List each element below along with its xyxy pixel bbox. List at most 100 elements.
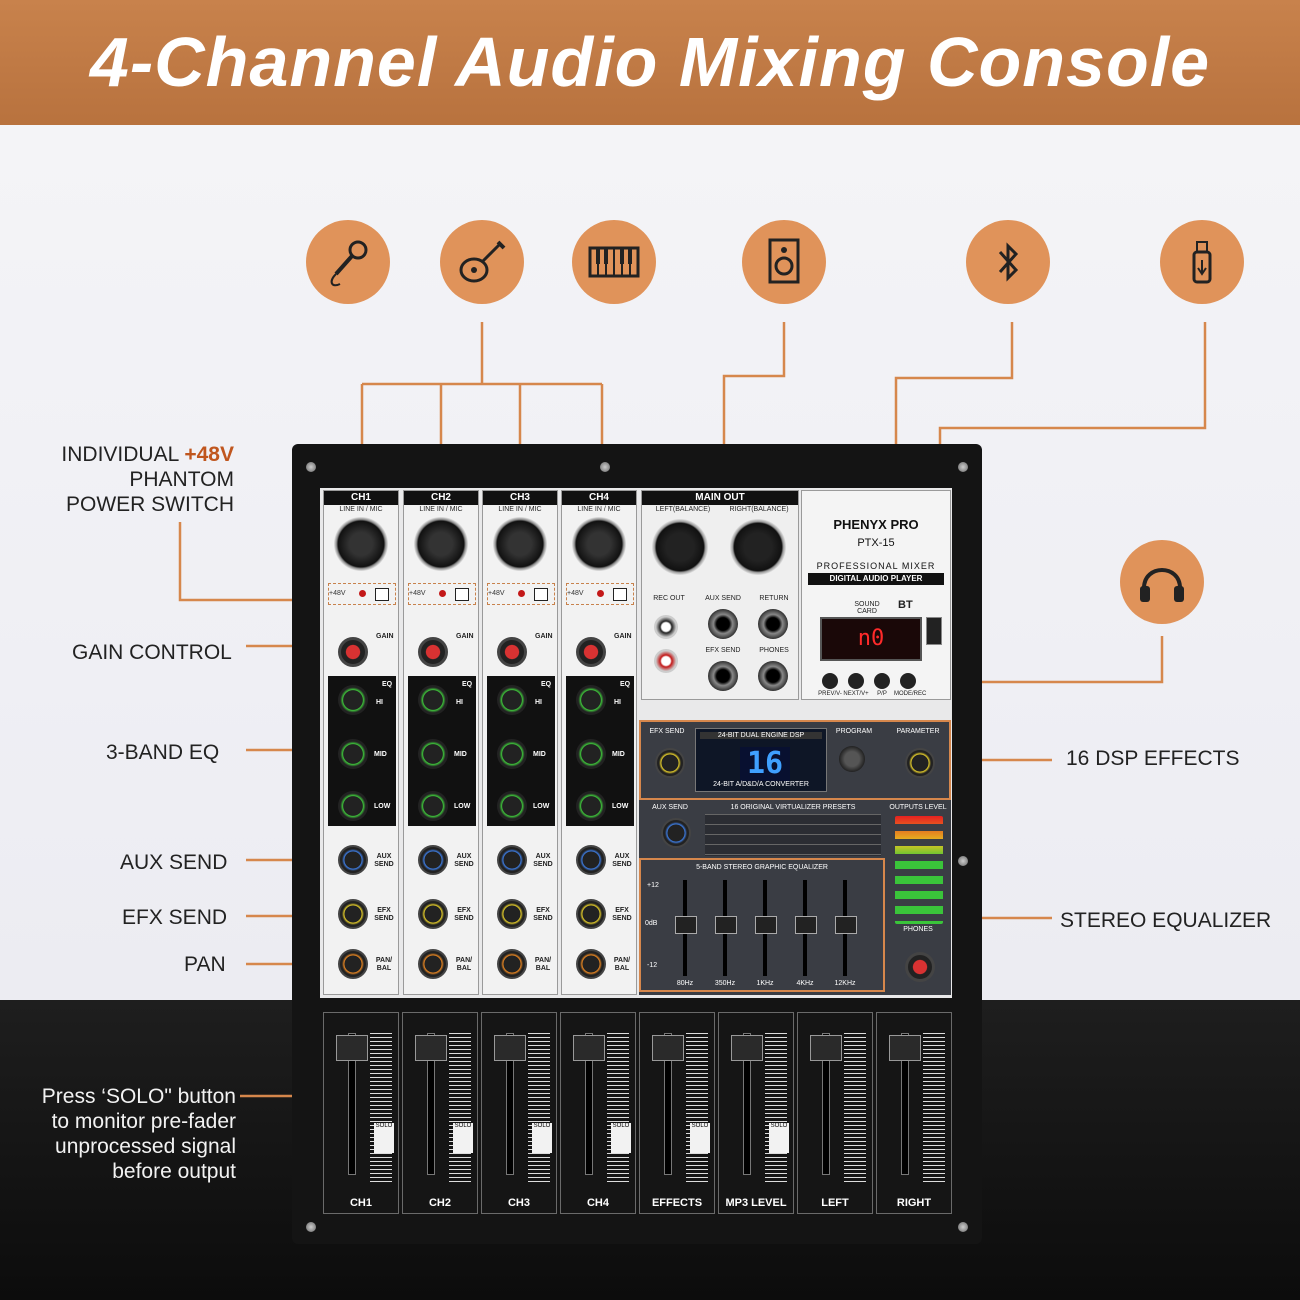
aux-send-knob[interactable] — [497, 845, 527, 875]
fader-cap[interactable] — [810, 1035, 842, 1061]
efx-send-knob[interactable] — [497, 899, 527, 929]
fader-cap[interactable] — [415, 1035, 447, 1061]
rec-out-right-jack[interactable] — [654, 649, 678, 673]
eq-band-1khz-slider[interactable] — [755, 916, 777, 934]
fader-cap[interactable] — [731, 1035, 763, 1061]
screw — [600, 462, 610, 472]
channel-strip-1: CH1 LINE IN / MIC +48V GAIN EQ HI MID LO… — [323, 490, 399, 995]
xlr-combo-jack[interactable] — [572, 517, 626, 571]
fader-cap[interactable] — [336, 1035, 368, 1061]
screw — [306, 462, 316, 472]
player-display: n0 — [820, 617, 922, 661]
main-out-right-jack[interactable] — [730, 519, 786, 575]
screw — [958, 856, 968, 866]
solo-callout: Press ‘SOLO" button to monitor pre-fader… — [41, 1085, 236, 1183]
solo-button[interactable]: SOLO — [690, 1123, 710, 1153]
gain-knob[interactable] — [497, 637, 527, 667]
dsp-efx-send-knob[interactable] — [655, 748, 685, 778]
fader-mp3-level: SOLO MP3 LEVEL — [718, 1012, 794, 1214]
screw — [958, 462, 968, 472]
eq-hi-knob[interactable] — [497, 685, 527, 715]
program-knob[interactable] — [839, 746, 865, 772]
aux-send-jack[interactable] — [708, 609, 738, 639]
solo-button[interactable]: SOLO — [374, 1123, 394, 1153]
eq-band-350hz-slider[interactable] — [715, 916, 737, 934]
phantom-power-switch[interactable]: +48V — [328, 583, 396, 605]
aux-send-knob[interactable] — [576, 845, 606, 875]
xlr-combo-jack[interactable] — [334, 517, 388, 571]
prev-button[interactable] — [822, 673, 838, 689]
eq-hi-knob[interactable] — [338, 685, 368, 715]
page-title: 4-Channel Audio Mixing Console — [89, 23, 1211, 101]
efx-send-jack[interactable] — [708, 661, 738, 691]
pan-knob[interactable] — [418, 949, 448, 979]
xlr-combo-jack[interactable] — [493, 517, 547, 571]
eq-band-4khz-slider[interactable] — [795, 916, 817, 934]
phones-jack[interactable] — [758, 661, 788, 691]
fader-ch1: SOLO CH1 — [323, 1012, 399, 1214]
dsp-aux-send-knob[interactable] — [661, 818, 691, 848]
play-pause-button[interactable] — [874, 673, 890, 689]
fader-cap[interactable] — [494, 1035, 526, 1061]
eq-low-knob[interactable] — [576, 791, 606, 821]
gain-knob[interactable] — [418, 637, 448, 667]
fader-cap[interactable] — [573, 1035, 605, 1061]
gain-knob[interactable] — [576, 637, 606, 667]
fader-cap[interactable] — [652, 1035, 684, 1061]
efx-send-knob[interactable] — [418, 899, 448, 929]
return-jack[interactable] — [758, 609, 788, 639]
dsp-callout: 16 DSP EFFECTS — [1066, 747, 1240, 770]
solo-button[interactable]: SOLO — [453, 1123, 473, 1153]
gain-knob[interactable] — [338, 637, 368, 667]
eq-hi-knob[interactable] — [418, 685, 448, 715]
bluetooth-label: BT — [898, 599, 913, 611]
solo-button[interactable]: SOLO — [769, 1123, 789, 1153]
phantom-power-switch[interactable]: +48V — [408, 583, 476, 605]
eq-mid-knob[interactable] — [497, 739, 527, 769]
eq-hi-knob[interactable] — [576, 685, 606, 715]
dsp-preset-number: 16 — [740, 747, 790, 781]
usb-port[interactable] — [926, 617, 942, 645]
screw — [958, 1222, 968, 1232]
rec-out-left-jack[interactable] — [654, 615, 678, 639]
output-level-meter — [895, 816, 943, 924]
phantom-power-switch[interactable]: +48V — [566, 583, 634, 605]
keyboard-icon — [572, 220, 656, 304]
efx-send-knob[interactable] — [576, 899, 606, 929]
mode-rec-button[interactable] — [900, 673, 916, 689]
pan-knob[interactable] — [338, 949, 368, 979]
model-name: PTX-15 — [857, 537, 895, 549]
pan-knob[interactable] — [497, 949, 527, 979]
fader-effects: SOLO EFFECTS — [639, 1012, 715, 1214]
eq-low-knob[interactable] — [418, 791, 448, 821]
phantom-power-switch[interactable]: +48V — [487, 583, 555, 605]
solo-button[interactable]: SOLO — [532, 1123, 552, 1153]
efx-send-knob[interactable] — [338, 899, 368, 929]
aux-send-knob[interactable] — [338, 845, 368, 875]
eq-band-12khz-slider[interactable] — [835, 916, 857, 934]
eq-mid-knob[interactable] — [338, 739, 368, 769]
screw — [306, 1222, 316, 1232]
eq-mid-knob[interactable] — [576, 739, 606, 769]
dsp-section: EFX SEND 24-BIT DUAL ENGINE DSP 16 24-BI… — [639, 720, 951, 995]
aux-callout: AUX SEND — [120, 851, 228, 874]
stereo-eq-callout: STEREO EQUALIZER — [1060, 909, 1272, 932]
fader-right: RIGHT — [876, 1012, 952, 1214]
phones-level-knob[interactable] — [905, 952, 935, 982]
pan-callout: PAN — [184, 953, 226, 976]
eq-mid-knob[interactable] — [418, 739, 448, 769]
aux-send-knob[interactable] — [418, 845, 448, 875]
fader-ch3: SOLO CH3 — [481, 1012, 557, 1214]
pan-knob[interactable] — [576, 949, 606, 979]
solo-button[interactable]: SOLO — [611, 1123, 631, 1153]
brand-logo: PHENYX PRO — [833, 517, 919, 532]
eq-low-knob[interactable] — [338, 791, 368, 821]
eq-low-knob[interactable] — [497, 791, 527, 821]
fader-cap[interactable] — [889, 1035, 921, 1061]
eq-band-80hz-slider[interactable] — [675, 916, 697, 934]
xlr-combo-jack[interactable] — [414, 517, 468, 571]
channel-strip-4: CH4 LINE IN / MIC +48V GAIN EQ HI MID LO… — [561, 490, 637, 995]
parameter-knob[interactable] — [905, 748, 935, 778]
main-out-left-jack[interactable] — [652, 519, 708, 575]
next-button[interactable] — [848, 673, 864, 689]
